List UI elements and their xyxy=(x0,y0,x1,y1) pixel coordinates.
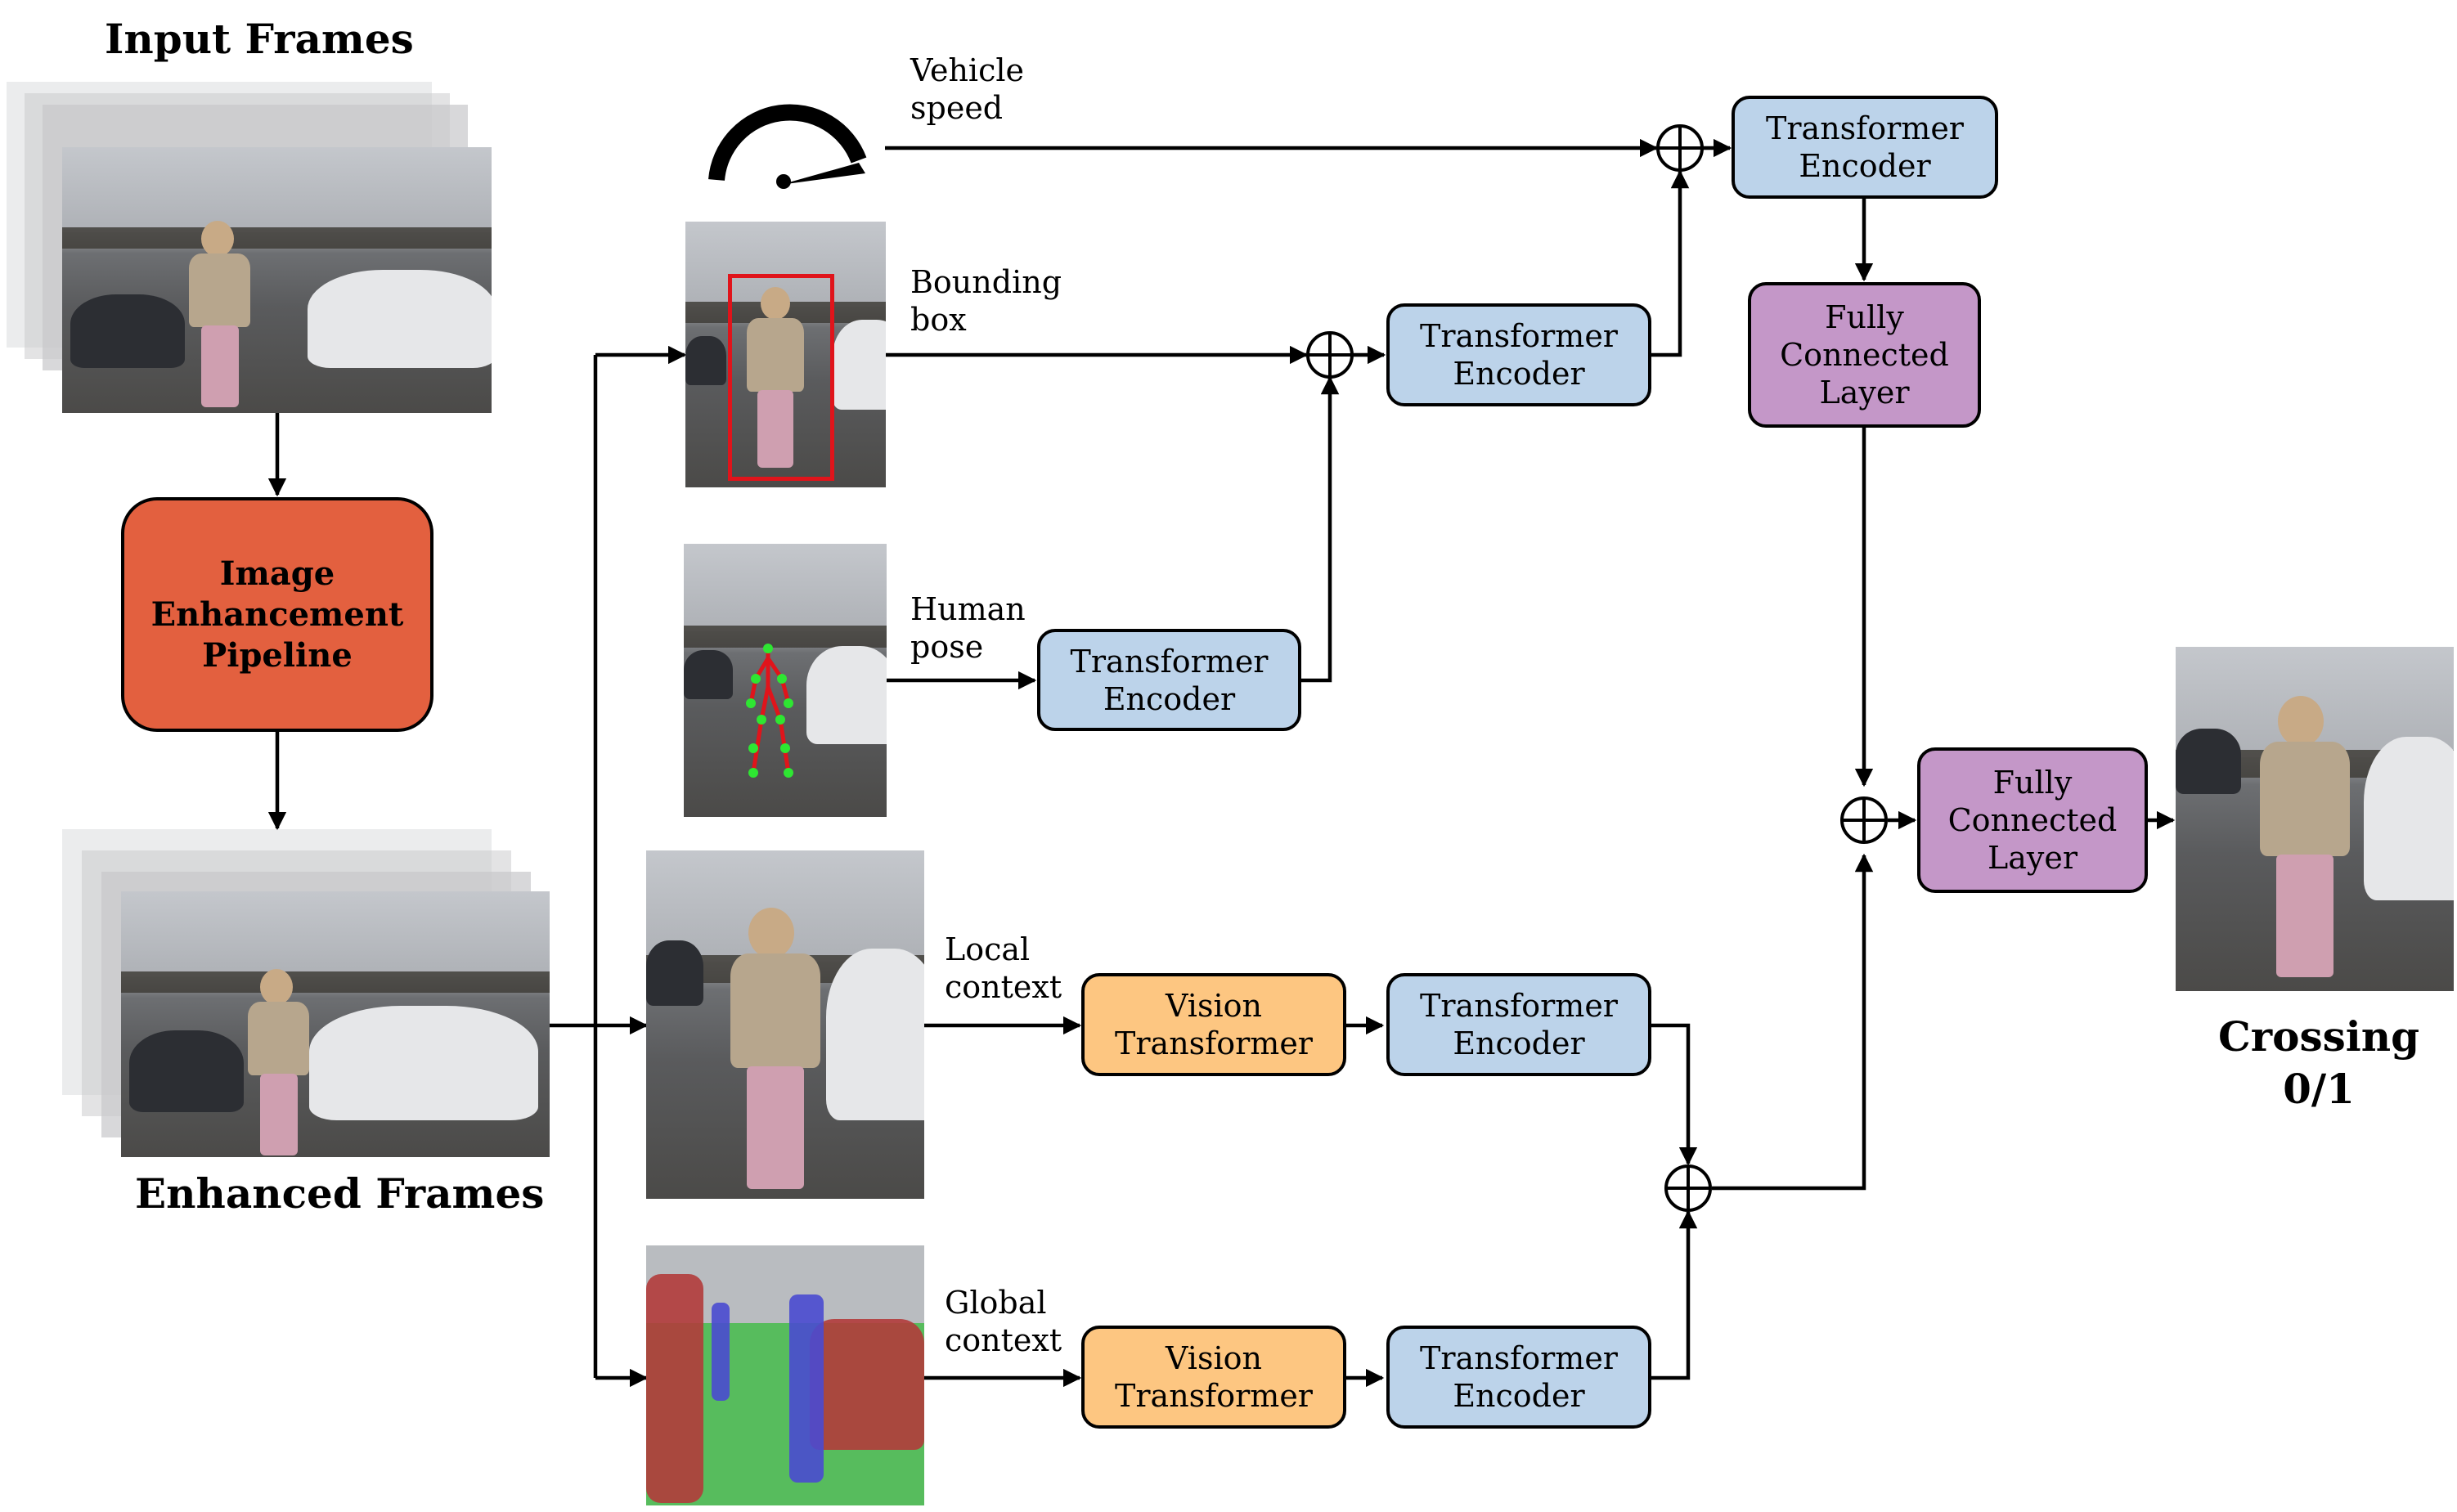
adder-icon xyxy=(1664,1164,1712,1212)
human-pose-label: Human pose xyxy=(910,591,1026,665)
fully-connected-layer-1: Fully Connected Layer xyxy=(1748,282,1981,428)
arrow-encoder-pose-up xyxy=(1301,375,1340,683)
fully-connected-layer-2: Fully Connected Layer xyxy=(1917,747,2148,893)
pose-skeleton xyxy=(746,644,793,778)
local-context-crop xyxy=(646,850,924,1199)
output-frame xyxy=(2176,647,2454,991)
enhanced-frames-label: Enhanced Frames xyxy=(135,1169,545,1218)
vision-transformer-local: Vision Transformer xyxy=(1081,973,1346,1076)
transformer-encoder-global: Transformer Encoder xyxy=(1386,1326,1651,1429)
global-context-label: Global context xyxy=(945,1285,1062,1358)
enhanced-frame xyxy=(121,891,550,1157)
human-pose-crop xyxy=(684,544,887,817)
arrow-encoder-bbox-up xyxy=(1651,169,1690,357)
transformer-encoder-pose: Transformer Encoder xyxy=(1037,629,1301,731)
global-context-crop xyxy=(646,1245,924,1505)
crossing-output-label: Crossing 0/1 xyxy=(2217,1012,2420,1113)
adder-icon xyxy=(1656,124,1704,172)
bounding-box-label: Bounding box xyxy=(910,264,1062,338)
transformer-encoder-local: Transformer Encoder xyxy=(1386,973,1651,1076)
adder-icon xyxy=(1840,796,1888,844)
transformer-encoder-speed: Transformer Encoder xyxy=(1732,96,1998,199)
input-frame xyxy=(62,147,492,413)
arrow-context-up xyxy=(1712,853,1874,1191)
vehicle-speed-label: Vehicle speed xyxy=(910,52,1024,126)
transformer-encoder-bbox: Transformer Encoder xyxy=(1386,303,1651,406)
local-context-label: Local context xyxy=(945,931,1062,1005)
arrow-encoder-global-up xyxy=(1651,1209,1698,1380)
input-frames-label: Input Frames xyxy=(105,15,414,63)
speedometer-icon xyxy=(708,104,867,189)
image-enhancement-block: Image Enhancement Pipeline xyxy=(121,497,433,732)
vision-transformer-global: Vision Transformer xyxy=(1081,1326,1346,1429)
bounding-box-crop xyxy=(685,222,886,487)
bounding-box-overlay xyxy=(728,274,834,481)
arrow-encoder-local-down xyxy=(1651,1023,1698,1166)
adder-icon xyxy=(1306,331,1354,379)
